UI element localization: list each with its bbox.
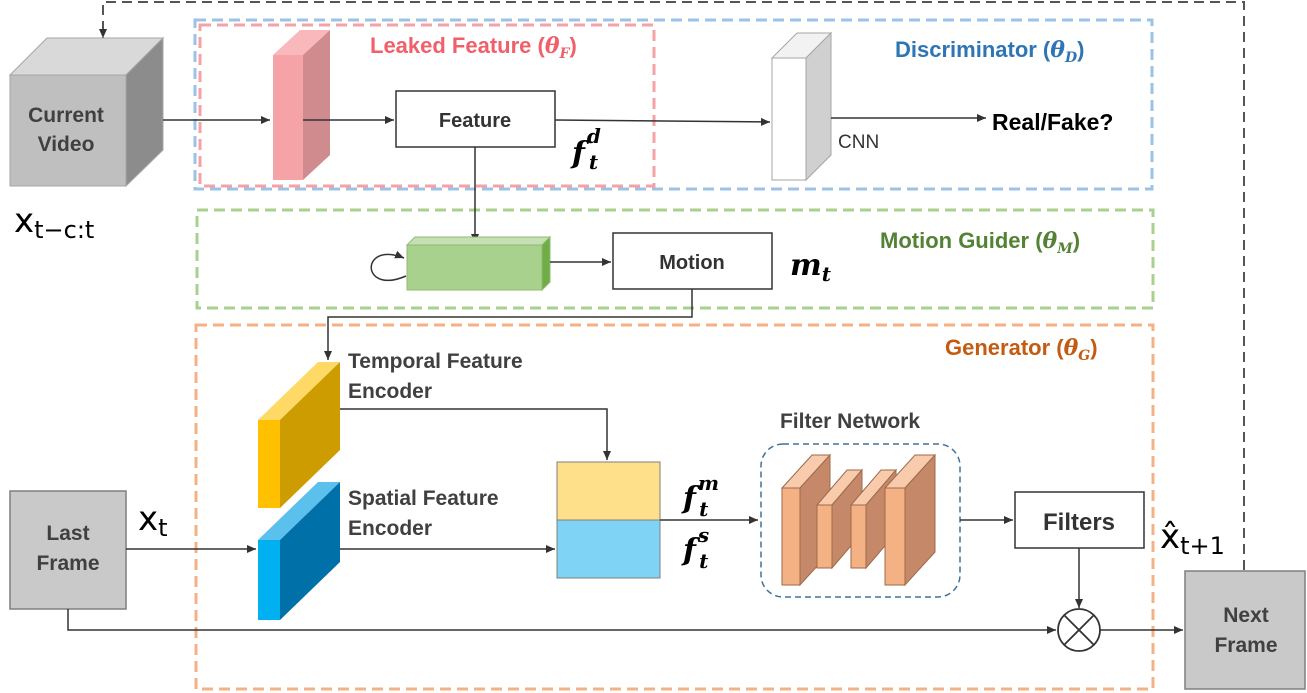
leaked-feature-block bbox=[273, 30, 330, 180]
current-video-label-1: Current bbox=[28, 104, 104, 127]
cnn-block bbox=[770, 31, 833, 182]
spatial-encoder-label-2: Encoder bbox=[348, 517, 432, 540]
x-hat-next-label: x̂t+1 bbox=[1160, 517, 1225, 560]
next-frame-label-1: Next bbox=[1223, 604, 1269, 627]
edge-motion-to-temporal bbox=[324, 289, 693, 360]
filters-label: Filters bbox=[1043, 509, 1115, 536]
spatial-encoder-label-1: Spatial Feature bbox=[348, 487, 499, 510]
x-context-label: xt−c:t bbox=[14, 201, 94, 244]
lstm-block bbox=[405, 235, 552, 292]
m-t-label: mt bbox=[790, 248, 832, 286]
recurrent-loop bbox=[370, 250, 407, 282]
next-frame-label-2: Frame bbox=[1214, 634, 1277, 657]
cnn-label: CNN bbox=[838, 132, 879, 153]
filter-network-layers bbox=[780, 453, 937, 587]
feedback-dashed-line bbox=[99, 1, 1245, 570]
temporal-encoder-label-2: Encoder bbox=[348, 380, 432, 403]
filter-network-label: Filter Network bbox=[780, 410, 920, 433]
discriminator-region bbox=[193, 18, 1154, 191]
discriminator-title: Discriminator (θD) bbox=[895, 37, 1084, 66]
feature-label: Feature bbox=[439, 110, 511, 132]
spatial-encoder-block bbox=[258, 482, 340, 620]
edge-feature-to-cnn bbox=[554, 117, 771, 126]
leaked-feature-title: Leaked Feature (θF) bbox=[370, 33, 577, 62]
last-frame-label-1: Last bbox=[46, 522, 89, 545]
temporal-encoder-label-1: Temporal Feature bbox=[348, 350, 523, 373]
concat-temporal-part bbox=[556, 461, 661, 521]
last-frame-label-2: Frame bbox=[36, 552, 99, 575]
x-t-label: xt bbox=[138, 499, 168, 542]
motion-guider-region bbox=[195, 208, 1155, 310]
concat-spatial-part bbox=[556, 519, 661, 579]
current-video-cube bbox=[8, 36, 165, 188]
generator-region bbox=[194, 323, 1155, 691]
motion-box bbox=[612, 232, 773, 290]
edge-temporal-to-concat bbox=[340, 408, 611, 460]
leaked-feature-region bbox=[198, 23, 656, 188]
last-frame-box bbox=[9, 490, 127, 610]
motion-guider-title: Motion Guider (θM) bbox=[880, 228, 1080, 257]
next-frame-box bbox=[1184, 570, 1306, 690]
generator-title: Generator (θG) bbox=[945, 335, 1098, 364]
current-video-label-2: Video bbox=[38, 133, 95, 156]
real-fake-label: Real/Fake? bbox=[992, 109, 1113, 135]
temporal-encoder-block bbox=[258, 362, 340, 508]
circled-times-icon bbox=[1057, 608, 1101, 652]
motion-label: Motion bbox=[659, 252, 725, 274]
edge-lastframe-to-multiply bbox=[67, 609, 1056, 634]
